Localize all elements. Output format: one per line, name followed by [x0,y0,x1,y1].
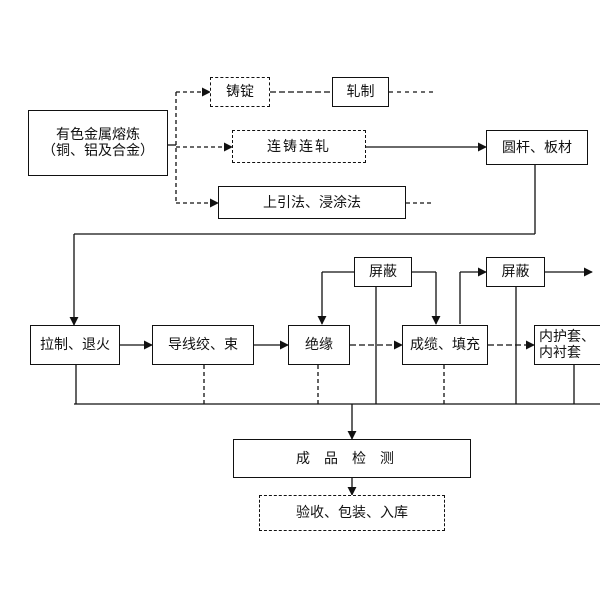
node-inner-sheath: 内护套、内衬套 [534,325,600,365]
node-insulation: 绝缘 [288,325,350,365]
node-shield-1-label: 屏蔽 [369,264,397,280]
node-inspection-label: 成品检测 [296,450,408,467]
node-draw-anneal-label: 拉制、退火 [40,337,110,353]
node-strand-label: 导线绞、束 [168,337,238,353]
node-shield-1: 屏蔽 [354,257,412,287]
node-storage: 验收、包装、入库 [259,495,445,531]
node-ingot: 铸锭 [210,77,270,107]
node-draw-anneal: 拉制、退火 [30,325,120,365]
node-inner-sheath-label: 内护套、内衬套 [539,329,595,361]
node-rolling-label: 轧制 [346,84,375,100]
node-melt: 有色金属熔炼（铜、铝及合金） [28,110,168,176]
node-ingot-label: 铸锭 [226,84,254,100]
node-cabling: 成缆、填充 [402,325,488,365]
node-cabling-label: 成缆、填充 [410,337,480,353]
node-upcast-label: 上引法、浸涂法 [263,194,361,211]
node-upcast: 上引法、浸涂法 [218,186,406,219]
node-inspection: 成品检测 [233,439,471,478]
node-melt-label: 有色金属熔炼（铜、铝及合金） [42,127,154,159]
node-rolling: 轧制 [332,77,389,107]
node-rod-plate: 圆杆、板材 [486,130,588,165]
node-continuous: 连铸连轧 [232,130,366,163]
node-rod-plate-label: 圆杆、板材 [502,139,572,156]
node-shield-2-label: 屏蔽 [501,264,530,280]
node-insulation-label: 绝缘 [305,337,333,353]
node-continuous-label: 连铸连轧 [267,138,331,155]
node-strand: 导线绞、束 [152,325,254,365]
node-shield-2: 屏蔽 [486,257,545,287]
node-storage-label: 验收、包装、入库 [296,505,408,521]
